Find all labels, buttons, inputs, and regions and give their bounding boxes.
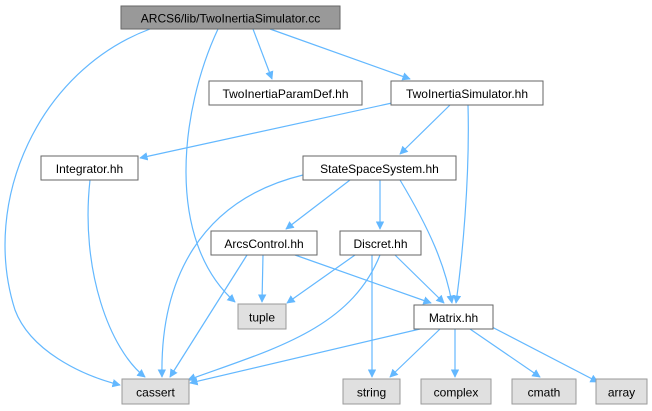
node-box-complex xyxy=(420,378,492,405)
edge-simhh-matrix xyxy=(452,104,469,304)
node-label-paramdef: TwoInertiaParamDef.hh xyxy=(222,87,348,101)
node-array: array xyxy=(595,378,648,405)
node-statespace[interactable]: StateSpaceSystem.hh xyxy=(302,155,457,181)
edge-integrator-cassert xyxy=(87,179,146,378)
node-box-cassert xyxy=(121,378,190,405)
edge-matrix-array xyxy=(489,325,599,383)
edge-statespace-cassert xyxy=(157,174,304,378)
node-label-array: array xyxy=(608,386,635,400)
node-label-simhh: TwoInertiaSimulator.hh xyxy=(406,87,528,101)
edge-matrix-cmath xyxy=(469,328,541,378)
edge-discret-cassert xyxy=(187,254,381,382)
edge-simhh-statespace xyxy=(399,104,451,155)
node-box-integrator xyxy=(40,155,139,181)
node-box-tuple xyxy=(237,303,287,330)
node-box-root xyxy=(120,5,341,30)
edge-matrix-cassert xyxy=(189,328,421,386)
node-box-string xyxy=(342,378,401,405)
edge-root-tuple xyxy=(185,28,236,303)
node-label-matrix: Matrix.hh xyxy=(429,311,478,325)
node-box-array xyxy=(595,378,648,405)
node-box-arcscontrol xyxy=(210,230,318,256)
node-label-string: string xyxy=(357,386,386,400)
edge-discret-tuple xyxy=(286,254,356,304)
edge-arcscontrol-tuple xyxy=(257,254,267,303)
node-label-cassert: cassert xyxy=(136,386,175,400)
edge-root-cassert xyxy=(4,28,151,388)
node-cassert: cassert xyxy=(121,378,190,405)
node-box-paramdef xyxy=(208,80,363,106)
edge-simhh-integrator xyxy=(139,102,393,161)
edge-arcscontrol-cassert xyxy=(169,254,248,378)
node-discret[interactable]: Discret.hh xyxy=(339,230,422,256)
node-label-complex: complex xyxy=(434,386,479,400)
node-label-discret: Discret.hh xyxy=(353,237,407,251)
node-arcscontrol[interactable]: ArcsControl.hh xyxy=(210,230,318,256)
node-simhh[interactable]: TwoInertiaSimulator.hh xyxy=(390,80,544,106)
node-integrator[interactable]: Integrator.hh xyxy=(40,155,139,181)
node-box-cmath xyxy=(511,378,577,405)
node-cmath: cmath xyxy=(511,378,577,405)
edge-matrix-string xyxy=(389,328,441,378)
edge-discret-matrix xyxy=(394,254,445,304)
node-matrix[interactable]: Matrix.hh xyxy=(413,304,494,330)
node-string: string xyxy=(342,378,401,405)
edge-statespace-matrix xyxy=(399,179,455,304)
node-label-integrator: Integrator.hh xyxy=(56,162,123,176)
node-label-tuple: tuple xyxy=(249,311,275,325)
node-paramdef[interactable]: TwoInertiaParamDef.hh xyxy=(208,80,363,106)
node-box-simhh xyxy=(390,80,544,106)
node-box-statespace xyxy=(302,155,457,181)
node-complex: complex xyxy=(420,378,492,405)
node-tuple: tuple xyxy=(237,303,287,330)
edge-arcscontrol-matrix xyxy=(294,254,432,305)
node-box-matrix xyxy=(413,304,494,330)
node-label-cmath: cmath xyxy=(528,386,561,400)
node-label-statespace: StateSpaceSystem.hh xyxy=(320,162,439,176)
node-label-arcscontrol: ArcsControl.hh xyxy=(224,237,303,251)
node-root[interactable]: ARCS6/lib/TwoInertiaSimulator.cc xyxy=(120,5,341,30)
node-box-discret xyxy=(339,230,422,256)
edge-root-simhh xyxy=(269,28,411,81)
edge-root-paramdef xyxy=(252,28,274,80)
edge-statespace-arcscontrol xyxy=(285,179,351,230)
node-label-root: ARCS6/lib/TwoInertiaSimulator.cc xyxy=(141,12,320,26)
